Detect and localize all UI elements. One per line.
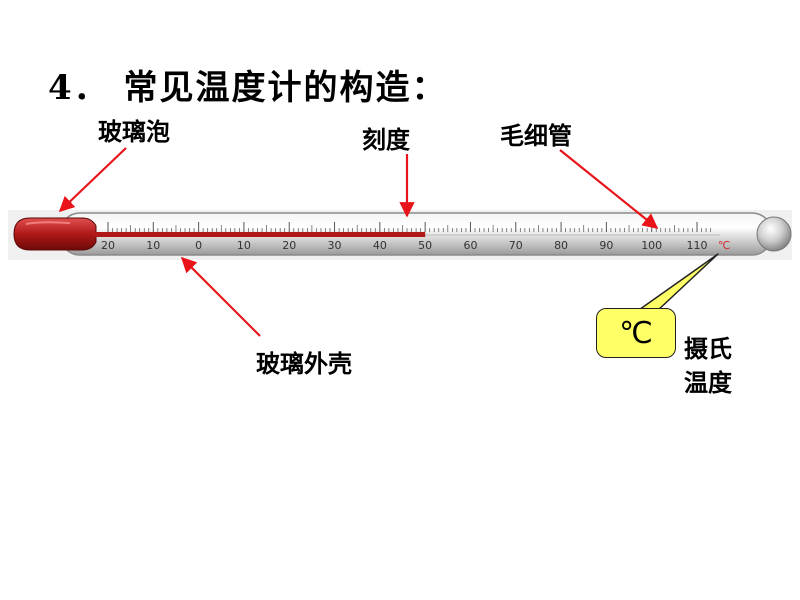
arrow-glass-shell [180,256,261,337]
label-scale: 刻度 [362,125,410,154]
label-celsius: 摄氏 温度 [684,332,732,400]
scale-ticks [107,222,711,232]
scale-tick-label: 100 [641,239,662,252]
arrow-capillary [559,149,659,229]
scale-tick-label: 20 [282,239,296,252]
arrow-glass-bulb [58,147,127,213]
scale-tick-label: 110 [687,239,708,252]
label-celsius-line2: 温度 [684,368,732,397]
scale-tick-label: 80 [554,239,568,252]
callout-pointer [635,253,719,313]
scale-tick-label: 70 [509,239,523,252]
scale-tick-label: 60 [463,239,477,252]
label-glass-shell: 玻璃外壳 [256,349,352,378]
scale-tick-label: 50 [418,239,432,252]
scale-tick-label: 10 [146,239,160,252]
scale-tick-label: 30 [328,239,342,252]
glass-bulb [13,217,97,251]
label-glass-bulb: 玻璃泡 [98,117,170,146]
scale-tick-label: 20 [101,239,115,252]
scale-tick-label: 0 [195,239,202,252]
unit-mark: ℃ [718,239,730,252]
page-title: 4． 常见温度计的构造： [48,68,448,108]
scale-tick-label: 90 [599,239,613,252]
liquid-column [94,232,426,237]
bulb-highlight [25,221,71,225]
label-capillary: 毛细管 [500,121,572,150]
tube-end-knob [756,216,792,252]
celsius-callout: ℃ [596,308,676,358]
label-celsius-line1: 摄氏 [684,334,732,363]
scale-tick-label: 40 [373,239,387,252]
scale-tick-label: 10 [237,239,251,252]
